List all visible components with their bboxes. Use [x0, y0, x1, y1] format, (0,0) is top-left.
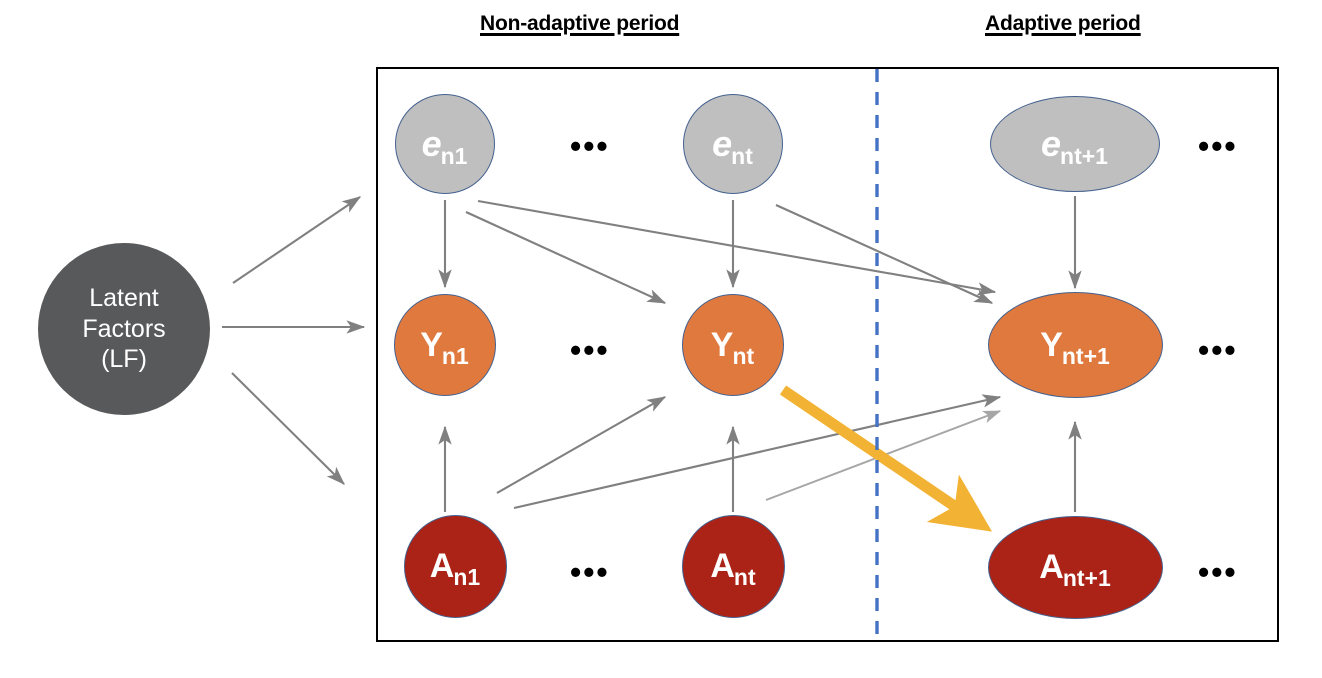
- ellipsis-y-row-right: •••: [1198, 332, 1238, 368]
- latent-factors-line-1: Latent: [89, 284, 159, 313]
- node-e-nt-label: ent: [712, 123, 753, 169]
- node-a-nt-plus-1[interactable]: Ant+1: [988, 516, 1163, 619]
- node-y-n1[interactable]: Yn1: [394, 294, 496, 396]
- node-e-n1[interactable]: en1: [395, 94, 495, 194]
- node-y-nt[interactable]: Ynt: [682, 294, 784, 396]
- node-a-n1-label: An1: [429, 547, 481, 590]
- node-a-nt[interactable]: Ant: [682, 515, 785, 618]
- node-e-nt-plus-1[interactable]: ent+1: [990, 96, 1160, 192]
- edge-lf-to-error: [232, 196, 362, 284]
- node-y-nt-plus-1[interactable]: Ynt+1: [988, 292, 1163, 398]
- ellipsis-a-row: •••: [570, 554, 610, 590]
- edge-lf-to-treatment: [231, 372, 345, 485]
- node-a-nt-label: Ant: [710, 547, 756, 590]
- node-e-nt-plus-1-label: ent+1: [1041, 123, 1108, 169]
- latent-factors-line-2: Factors: [82, 314, 166, 343]
- ellipsis-a-row-right: •••: [1198, 554, 1238, 590]
- diagram-frame-box: [376, 67, 1279, 642]
- node-y-nt-label: Ynt: [710, 325, 755, 369]
- latent-factors-line-3: (LF): [101, 345, 147, 374]
- latent-factors-label: Latent Factors (LF): [82, 283, 165, 375]
- ellipsis-e-row: •••: [570, 128, 610, 164]
- node-y-nt-plus-1-label: Ynt+1: [1040, 325, 1110, 369]
- node-e-nt[interactable]: ent: [683, 94, 783, 194]
- adaptive-period-title: Adaptive period: [985, 12, 1141, 35]
- non-adaptive-period-title: Non-adaptive period: [480, 12, 680, 35]
- node-a-nt-plus-1-label: Ant+1: [1039, 548, 1111, 591]
- node-a-n1[interactable]: An1: [404, 515, 507, 618]
- latent-factors-node[interactable]: Latent Factors (LF): [38, 243, 210, 415]
- node-y-n1-label: Yn1: [420, 325, 469, 369]
- ellipsis-e-row-right: •••: [1198, 128, 1238, 164]
- node-e-n1-label: en1: [421, 123, 468, 169]
- ellipsis-y-row: •••: [570, 332, 610, 368]
